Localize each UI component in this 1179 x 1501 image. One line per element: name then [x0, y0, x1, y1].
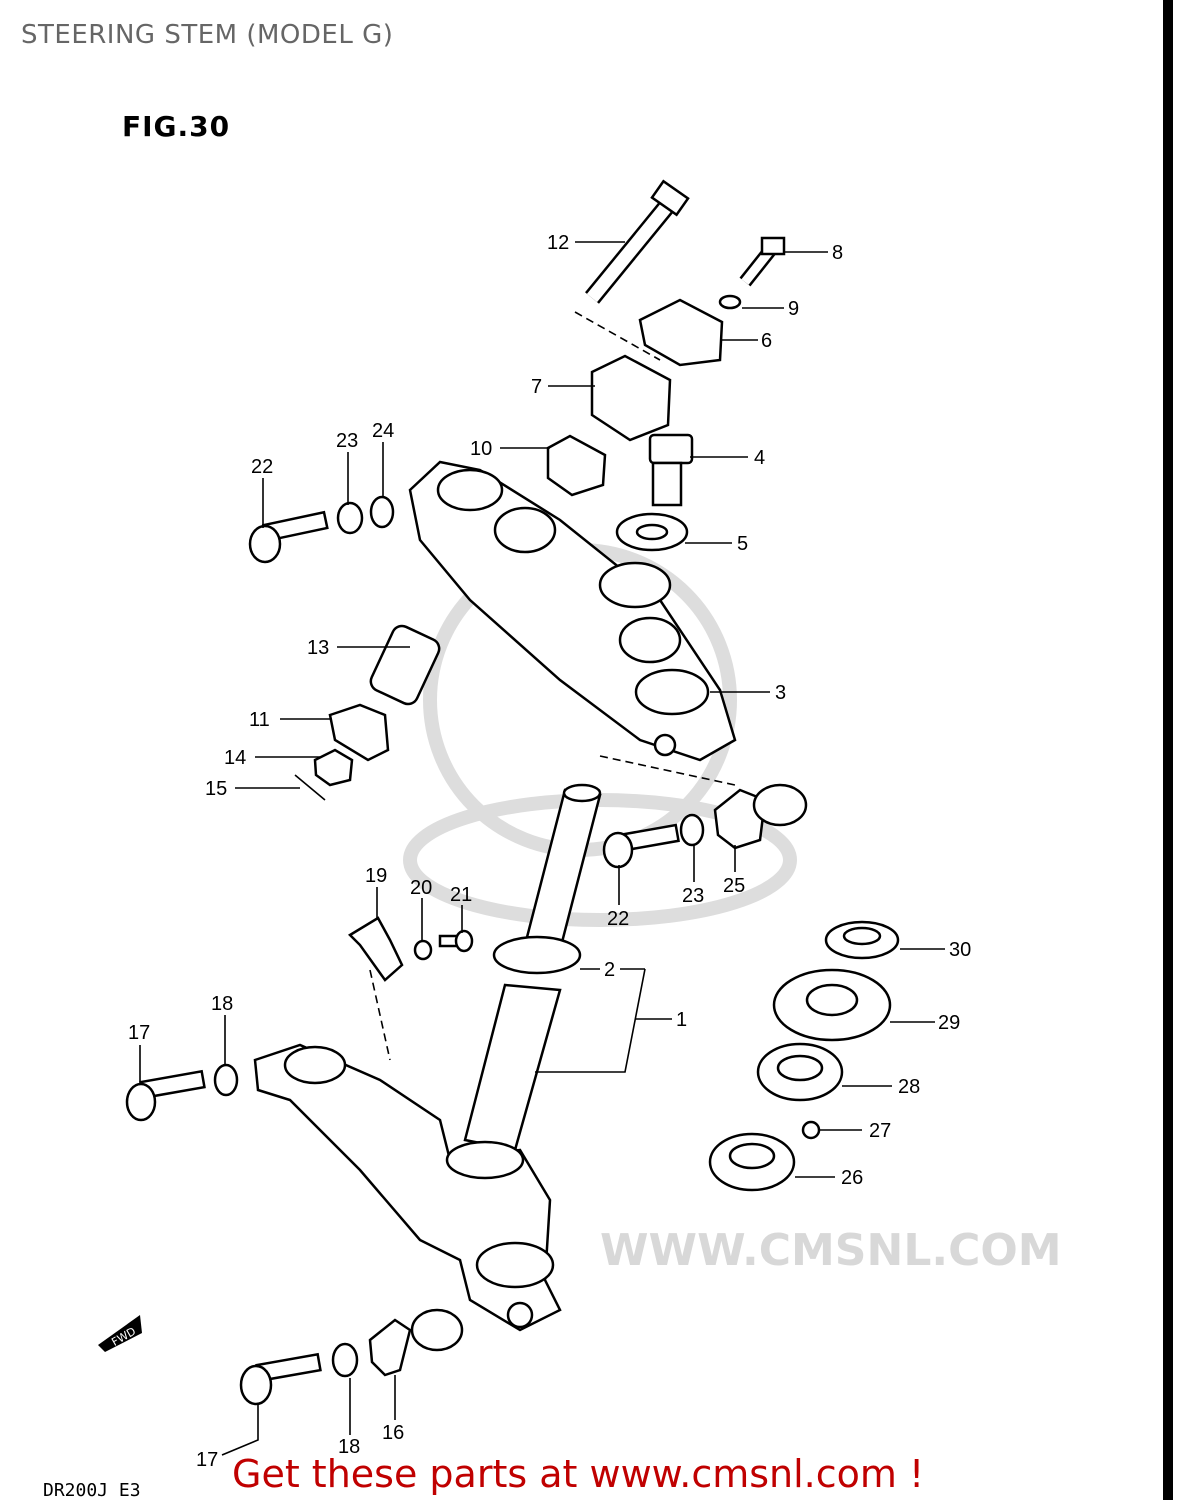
callout-labels: 12 8 9 6 7 10 4 23 24 22 5 13 3 11 14 15…	[128, 232, 971, 1471]
callout-21: 21	[450, 884, 472, 906]
callout-19: 19	[365, 865, 387, 887]
cushion-10	[546, 434, 607, 497]
washer-9	[718, 294, 742, 310]
ball-27	[801, 1120, 821, 1140]
bolt-8	[739, 236, 786, 287]
callout-20: 20	[410, 877, 432, 899]
callout-14: 14	[224, 747, 246, 769]
callout-3: 3	[775, 682, 786, 704]
callout-13: 13	[307, 637, 329, 659]
callout-18: 18	[211, 993, 233, 1015]
callout-17b: 17	[196, 1449, 218, 1471]
callout-5: 5	[737, 533, 748, 555]
callout-23: 23	[336, 430, 358, 452]
callout-1: 1	[676, 1009, 687, 1031]
callout-2: 2	[604, 959, 615, 981]
handlebar-holder-lower-7	[590, 354, 672, 442]
clamp-19	[347, 916, 404, 982]
cotter-pin-15	[294, 774, 326, 801]
callout-9: 9	[788, 298, 799, 320]
handlebar-holder-upper-6	[638, 298, 724, 367]
page-title: STEERING STEM (MODEL G)	[21, 20, 394, 50]
callout-17: 17	[128, 1022, 150, 1044]
watermark-text: WWW.CMSNL.COM	[600, 1225, 1062, 1276]
callout-11: 11	[249, 709, 270, 731]
callout-4: 4	[754, 447, 765, 469]
callout-6: 6	[761, 330, 772, 352]
guide-16	[368, 1318, 412, 1377]
callout-29: 29	[938, 1012, 960, 1034]
callout-28: 28	[898, 1076, 920, 1098]
nut-14	[313, 748, 354, 787]
callout-10: 10	[470, 438, 492, 460]
callout-12: 12	[547, 232, 569, 254]
callout-15: 15	[205, 778, 227, 800]
fwd-arrow-icon: FWD	[98, 1315, 142, 1352]
callout-22: 22	[251, 456, 273, 478]
washer-23	[336, 501, 364, 535]
spacer-13	[369, 624, 441, 706]
callout-18b: 18	[338, 1436, 360, 1458]
screw-21	[438, 929, 474, 953]
callout-26: 26	[841, 1167, 863, 1189]
washer-20	[413, 939, 433, 961]
promo-link[interactable]: Get these parts at www.cmsnl.com !	[232, 1452, 925, 1496]
guide-25	[713, 788, 767, 850]
callout-16: 16	[382, 1422, 404, 1444]
bolt-22-mid	[602, 823, 680, 869]
leader-lines	[139, 241, 945, 1456]
callout-25: 25	[723, 875, 745, 897]
washer-24	[369, 495, 395, 529]
steering-stem-1	[253, 783, 602, 1332]
callout-8: 8	[832, 242, 843, 264]
callout-23b: 23	[682, 885, 704, 907]
bearing-2	[492, 935, 582, 975]
callout-30: 30	[949, 939, 971, 961]
callout-24: 24	[372, 420, 394, 442]
bolt-17-bottom	[239, 1352, 322, 1406]
scan-border	[1163, 0, 1173, 1500]
cushion-11	[328, 703, 390, 762]
bolt-22-top	[248, 510, 329, 564]
bolt-17-top	[125, 1069, 206, 1122]
callout-22b: 22	[607, 908, 629, 930]
callout-27: 27	[869, 1120, 891, 1142]
model-code: DR200J E3	[43, 1480, 141, 1501]
bolt-4	[648, 433, 694, 507]
bolt-12	[585, 179, 690, 304]
callout-7: 7	[531, 376, 542, 398]
figure-number: FIG.30	[122, 110, 231, 143]
